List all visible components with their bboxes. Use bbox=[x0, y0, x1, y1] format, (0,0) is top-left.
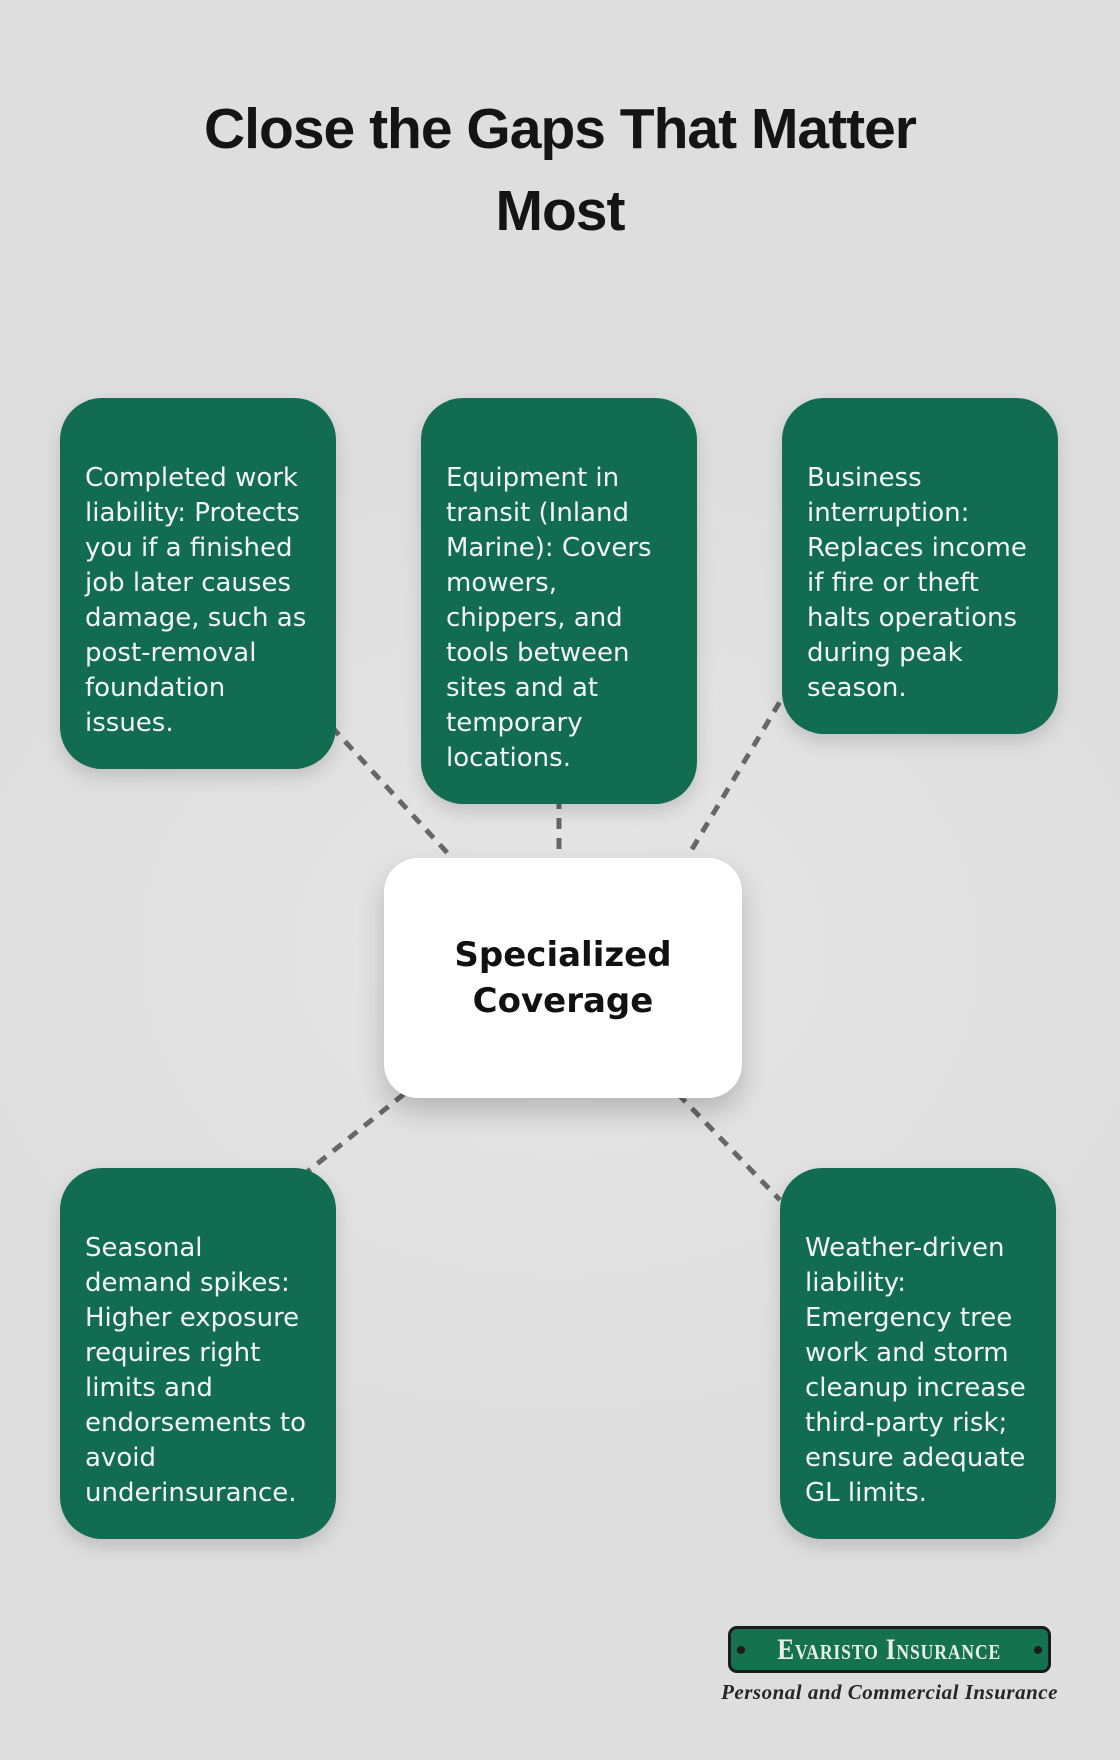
node-text: Business interruption: Replaces income i… bbox=[807, 463, 1027, 703]
logo-dot-right-icon bbox=[1034, 1645, 1042, 1654]
brand-logo-name: Evaristo Insurance bbox=[777, 1632, 1002, 1666]
node-text: Equipment in transit (Inland Marine): Co… bbox=[446, 463, 652, 773]
brand-logo-tagline: Personal and Commercial Insurance bbox=[721, 1680, 1058, 1704]
connector-bottom-right bbox=[676, 1092, 782, 1202]
connector-bottom-left bbox=[300, 1092, 406, 1178]
center-node-label: Specialized Coverage bbox=[454, 935, 672, 1021]
brand-logo-plaque: Evaristo Insurance bbox=[728, 1626, 1051, 1673]
node-weather-driven-liability: Weather-driven liability: Emergency tree… bbox=[780, 1168, 1056, 1539]
node-equipment-in-transit: Equipment in transit (Inland Marine): Co… bbox=[421, 398, 697, 804]
page-title: Close the Gaps That Matter Most bbox=[204, 97, 917, 243]
logo-dot-left-icon bbox=[737, 1645, 745, 1654]
node-text: Seasonal demand spikes: Higher exposure … bbox=[85, 1233, 307, 1508]
node-business-interruption: Business interruption: Replaces income i… bbox=[782, 398, 1058, 734]
node-text: Completed work liability: Protects you i… bbox=[85, 463, 307, 738]
center-node-specialized-coverage: Specialized Coverage bbox=[384, 858, 742, 1098]
node-text: Weather-driven liability: Emergency tree… bbox=[805, 1233, 1026, 1508]
node-completed-work-liability: Completed work liability: Protects you i… bbox=[60, 398, 336, 769]
node-seasonal-demand-spikes: Seasonal demand spikes: Higher exposure … bbox=[60, 1168, 336, 1539]
